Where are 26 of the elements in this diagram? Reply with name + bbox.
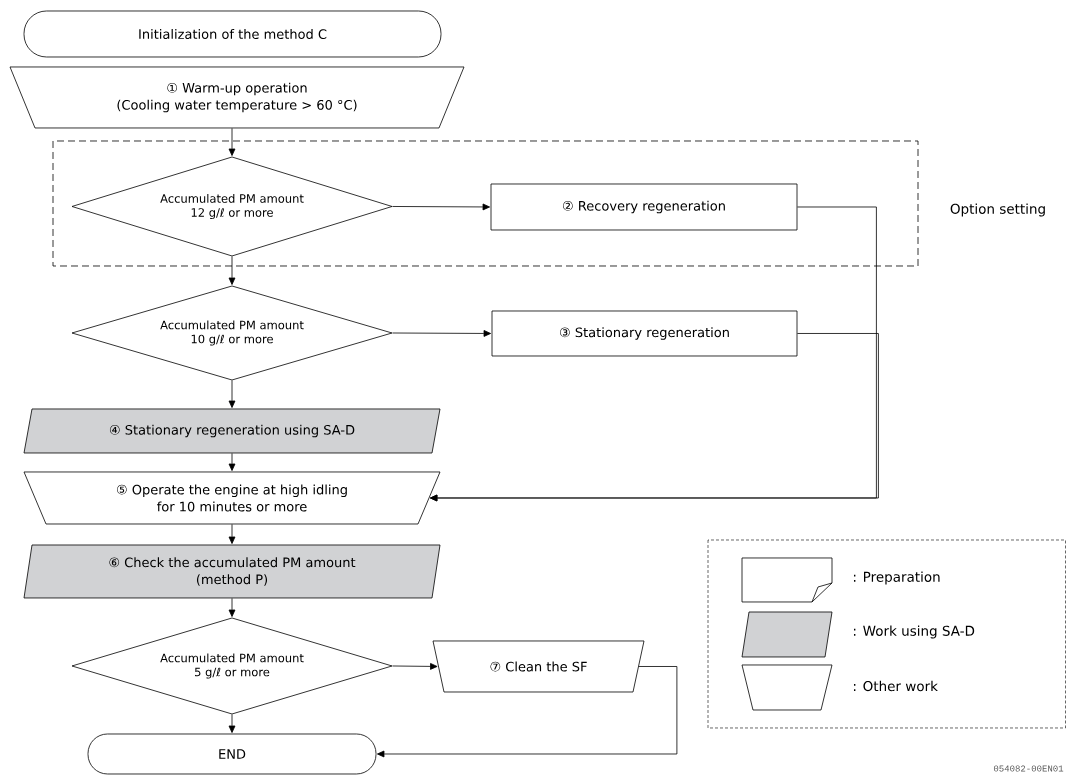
arrow <box>392 203 490 211</box>
document-code: 054082-00EN01 <box>993 765 1064 772</box>
arrow <box>228 256 236 285</box>
arrow <box>228 598 236 617</box>
terminal-box: Initialization of the method C <box>23 10 442 58</box>
trapezoid-box: ⑦ Clean the SF <box>432 640 645 693</box>
arrow <box>392 330 491 337</box>
legend-entry: : Preparation <box>741 557 940 603</box>
arrow <box>228 714 236 733</box>
process-box: ③ Stationary regeneration <box>491 310 798 357</box>
arrow <box>392 663 438 670</box>
arrow <box>228 127 236 156</box>
trapezoid-box: ⑤ Operate the engine at high idling for 10 minutes or more <box>23 471 441 525</box>
parallelogram-box: ④ Stationary regeneration using SA-D <box>23 408 441 454</box>
arrow <box>228 380 236 408</box>
parallelogram-box: ⑥ Check the accumulated PM amount (method P) <box>23 544 441 599</box>
node-label: Option setting <box>950 203 1045 217</box>
arrow <box>430 333 879 502</box>
legend-entry: : Other work <box>741 664 938 711</box>
legend-entry: : Work using SA-D <box>741 611 975 658</box>
trapezoid-box: ① Warm-up operation (Cooling water temperature > 60 °C) <box>9 66 465 129</box>
arrow <box>377 666 678 758</box>
arrow <box>228 524 236 544</box>
arrow <box>228 453 236 471</box>
process-box: ② Recovery regeneration <box>490 183 798 231</box>
terminal-box: END <box>87 733 377 775</box>
